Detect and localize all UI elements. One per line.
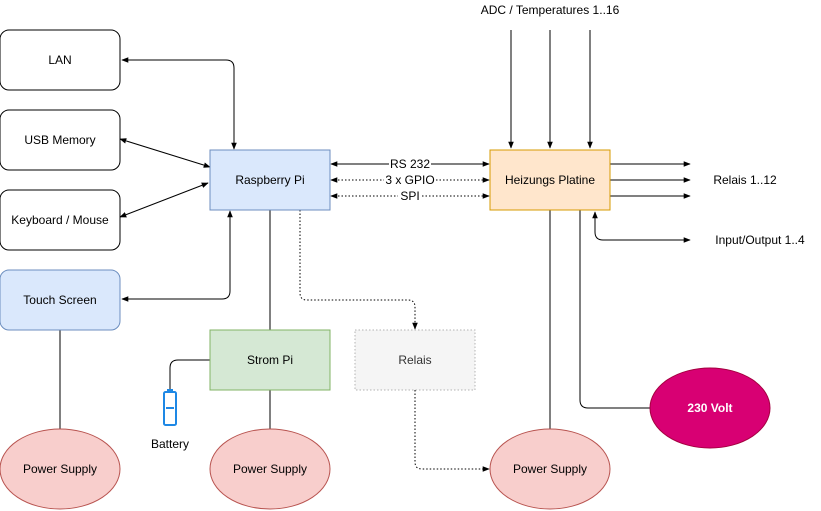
power-supply-1-ellipse <box>0 428 121 510</box>
heizungs-platine-node: Heizungs Platine <box>489 149 611 211</box>
raspberry-pi-node: Raspberry Pi <box>209 149 331 211</box>
usb-memory-node: USB Memory <box>0 109 121 171</box>
touch-screen-label: Touch Screen <box>23 293 96 307</box>
power-supply-3-label: Power Supply <box>513 462 587 476</box>
relais-node: Relais <box>354 329 476 391</box>
edge-pi-relais <box>299 210 418 330</box>
lan-label: LAN <box>48 53 71 67</box>
strom-pi-node: Strom Pi <box>209 329 331 391</box>
230-volt-node: 230 Volt <box>649 367 771 449</box>
power-supply-3-node: Power Supply <box>489 428 611 510</box>
heizungs-platine-box <box>489 149 611 211</box>
lan-box <box>0 29 121 91</box>
battery-icon <box>163 389 177 426</box>
strom-pi-label: Strom Pi <box>247 353 293 367</box>
230-volt-ellipse <box>649 367 771 449</box>
keyboard-mouse-label: Keyboard / Mouse <box>11 213 109 227</box>
usb-memory-box <box>0 109 121 171</box>
power-supply-1-node: Power Supply <box>0 428 121 510</box>
edge-relais-ps3 <box>414 390 490 472</box>
edge-touch-pi <box>121 210 233 302</box>
edge-lan-pi <box>121 57 237 150</box>
keyboard-mouse-box <box>0 189 121 251</box>
power-supply-3-ellipse <box>489 428 611 510</box>
lan-node: LAN <box>0 29 121 91</box>
power-supply-1-label: Power Supply <box>23 462 97 476</box>
edge-usb-pi <box>119 138 211 168</box>
gpio-label: 3 x GPIO <box>385 173 434 187</box>
raspberry-pi-label: Raspberry Pi <box>235 173 304 187</box>
keyboard-mouse-node: Keyboard / Mouse <box>0 189 121 251</box>
raspberry-pi-box <box>209 149 331 211</box>
edge-io <box>592 211 691 243</box>
touch-screen-node: Touch Screen <box>0 269 121 331</box>
input-output-label: Input/Output 1..4 <box>715 233 805 247</box>
edge-platine-230v <box>579 210 650 409</box>
edge-keyboard-pi <box>119 182 209 218</box>
strom-pi-box <box>209 329 331 391</box>
heizungs-platine-label: Heizungs Platine <box>505 173 595 187</box>
relais-output-label: Relais 1..12 <box>713 173 777 187</box>
power-supply-2-label: Power Supply <box>233 462 307 476</box>
edge-battery-strompi <box>169 359 210 389</box>
230-volt-label: 230 Volt <box>687 401 732 415</box>
power-supply-2-ellipse <box>209 428 331 510</box>
spi-label: SPI <box>400 189 419 203</box>
power-supply-2-node: Power Supply <box>209 428 331 510</box>
touch-screen-box <box>0 269 121 331</box>
relais-box <box>354 329 476 391</box>
battery-label: Battery <box>151 437 189 451</box>
relais-label: Relais <box>398 353 431 367</box>
usb-memory-label: USB Memory <box>24 133 95 147</box>
adc-temperatures-label: ADC / Temperatures 1..16 <box>481 3 620 17</box>
rs232-label: RS 232 <box>390 157 430 171</box>
